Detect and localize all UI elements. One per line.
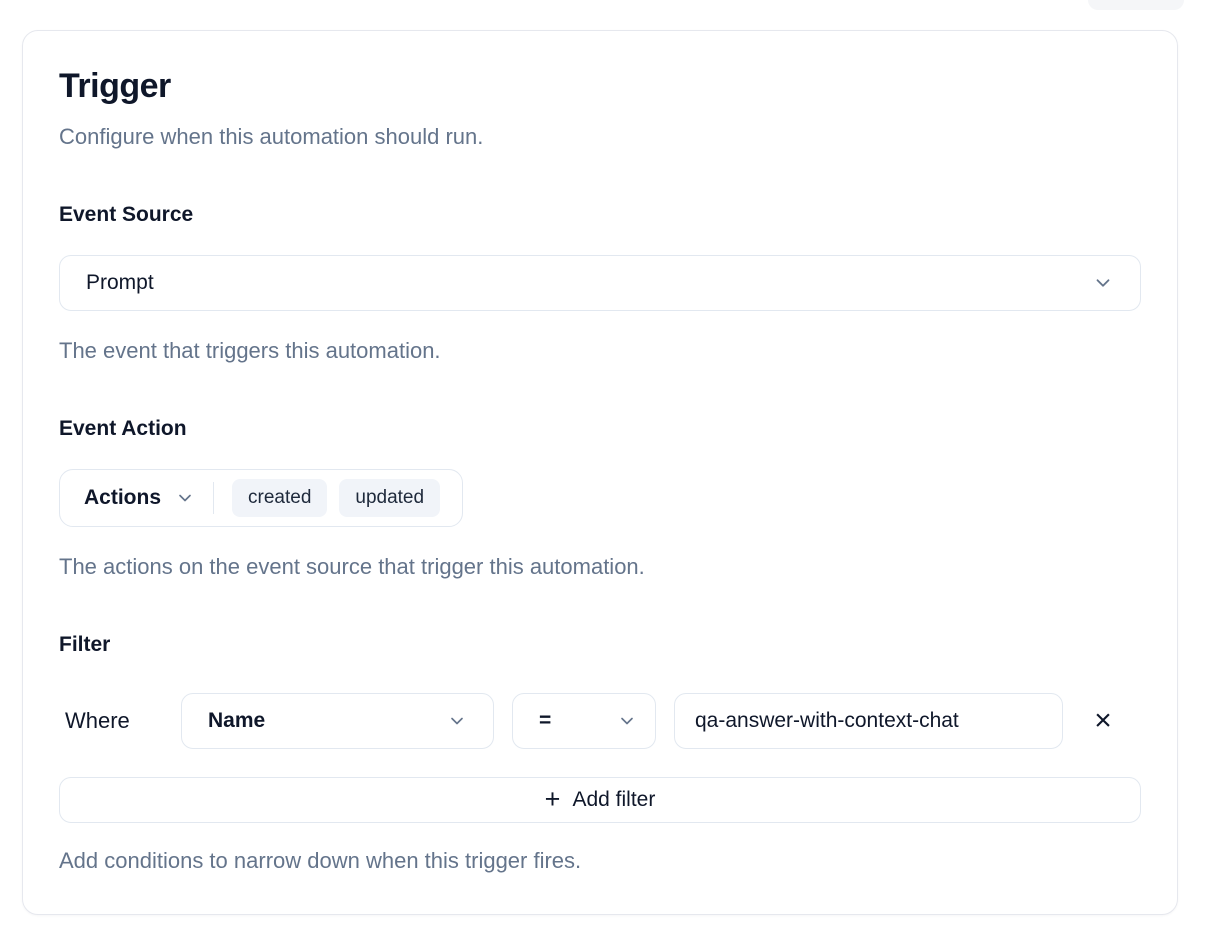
remove-filter-button[interactable]: × [1081, 699, 1125, 743]
filter-field-select[interactable]: Name [181, 693, 494, 749]
event-action-help: The actions on the event source that tri… [59, 554, 645, 579]
event-source-label: Event Source [59, 203, 194, 226]
page-title: Trigger [59, 67, 171, 105]
where-label: Where [65, 708, 130, 733]
filter-operator-select[interactable]: = [512, 693, 656, 749]
divider [213, 482, 215, 514]
page-subtitle: Configure when this automation should ru… [59, 124, 484, 149]
event-source-help: The event that triggers this automation. [59, 338, 441, 363]
actions-dropdown-label: Actions [84, 486, 162, 509]
filter-field-value: Name [208, 709, 266, 732]
add-filter-label: Add filter [572, 788, 656, 811]
filter-value-input[interactable] [674, 693, 1063, 749]
action-tag-updated: updated [339, 479, 441, 517]
filter-help: Add conditions to narrow down when this … [59, 848, 582, 873]
event-action-label: Event Action [59, 417, 187, 440]
add-filter-button[interactable]: + Add filter [59, 777, 1141, 823]
plus-icon: + [544, 783, 561, 814]
filter-label: Filter [59, 633, 111, 656]
trigger-card: Trigger Configure when this automation s… [22, 30, 1178, 915]
chevron-down-icon [617, 711, 637, 731]
filter-operator-value: = [539, 709, 552, 732]
filter-condition-row: Where Name = × [59, 693, 1141, 749]
close-icon: × [1094, 704, 1112, 737]
chevron-down-icon [175, 488, 195, 508]
event-source-select[interactable]: Prompt [59, 255, 1141, 311]
chevron-down-icon [447, 711, 467, 731]
event-source-value: Prompt [86, 271, 154, 294]
cropped-top-right-element [1088, 0, 1184, 10]
action-tag-created: created [232, 479, 328, 517]
actions-dropdown-button[interactable]: Actions [84, 486, 195, 510]
chevron-down-icon [1092, 272, 1114, 294]
event-action-control: Actions created updated [59, 469, 464, 527]
